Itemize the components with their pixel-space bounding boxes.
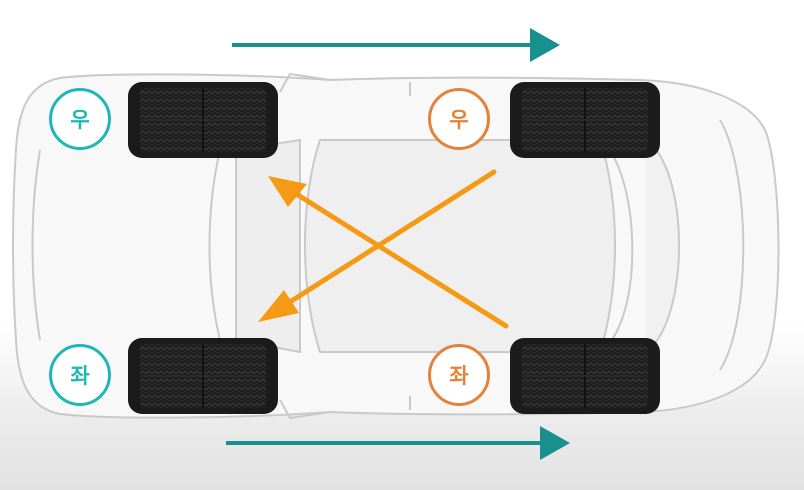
cross-arrow: [258, 169, 497, 322]
tire-icon: [127, 337, 279, 415]
tire-icon: [509, 81, 661, 159]
straight-arrow: [226, 426, 570, 460]
badge-rear-left: 좌: [49, 344, 111, 406]
cross-arrow: [268, 176, 509, 329]
straight-arrow: [232, 28, 560, 62]
tire-icon: [127, 81, 279, 159]
badge-rear-right: 우: [49, 88, 111, 150]
badge-front-left: 좌: [428, 344, 490, 406]
car-body: [12, 72, 780, 420]
tire-icon: [509, 337, 661, 415]
badge-front-right: 우: [428, 88, 490, 150]
